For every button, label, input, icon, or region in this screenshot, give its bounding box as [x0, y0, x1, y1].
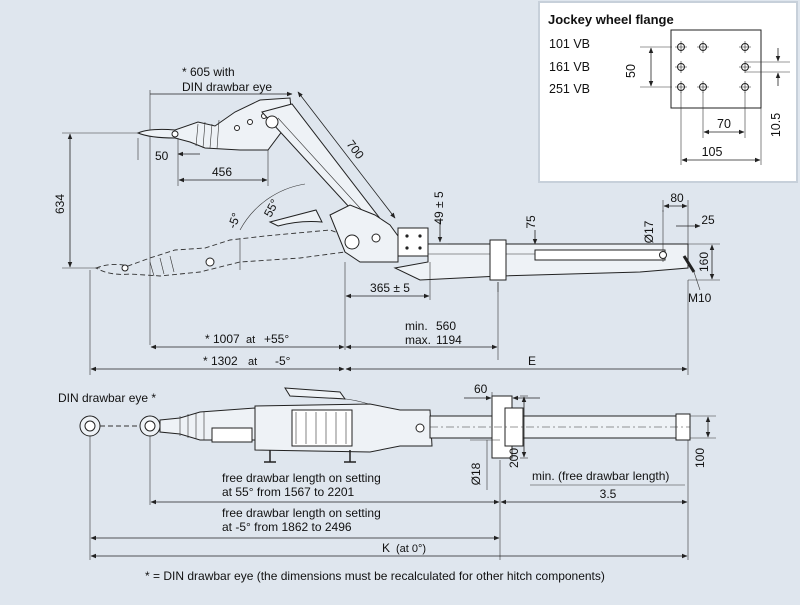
drawbar-tube	[393, 239, 696, 292]
flange-plate	[670, 29, 762, 109]
label-m10: M10	[688, 291, 712, 305]
free-m5-line2: at -5° from 1862 to 2496	[222, 520, 352, 534]
dim-49: 49 ± 5	[432, 191, 446, 225]
top-view: DIN drawbar eye *	[58, 382, 716, 583]
inset-title: Jockey wheel flange	[548, 12, 674, 27]
dim-k-sub: (at 0°)	[396, 543, 426, 555]
model-161: 161 VB	[549, 60, 590, 74]
dim-25: 25	[701, 213, 715, 227]
dim-700: 700	[344, 137, 367, 162]
footnote: * = DIN drawbar eye (the dimensions must…	[145, 569, 605, 583]
drawbar-tube-top	[429, 395, 691, 459]
angle-55: 55°	[261, 197, 282, 220]
dim-365: 365 ± 5	[370, 281, 410, 295]
dim-1302-at: at	[248, 356, 257, 368]
dim-100: 100	[693, 448, 707, 468]
dim-k: K	[382, 541, 390, 555]
dim-50: 50	[155, 149, 169, 163]
dim-1007-at: at	[246, 334, 255, 346]
min-label: min.	[405, 319, 428, 333]
note-605: * 605 with	[182, 65, 235, 79]
free-55-line2: at 55° from 1567 to 2201	[222, 485, 355, 499]
free-m5-line1: free drawbar length on setting	[222, 506, 381, 520]
dim-1302-angle: -5°	[275, 354, 291, 368]
inset-dim-50: 50	[624, 64, 638, 78]
dim-e: E	[528, 354, 536, 368]
dim-456: 456	[212, 165, 232, 179]
dim-160: 160	[697, 252, 711, 272]
side-view: * 605 with DIN drawbar eye	[53, 65, 720, 375]
dim-d17: Ø17	[642, 220, 656, 243]
coupling-body-top	[211, 403, 433, 463]
min-free-label: min. (free drawbar length)	[532, 469, 669, 483]
dim-634: 634	[53, 194, 67, 214]
dim-3-5: 3.5	[600, 487, 617, 501]
dim-d18: Ø18	[469, 462, 483, 485]
jockey-wheel-flange-inset: Jockey wheel flange 101 VB 161 VB 251 VB…	[538, 1, 798, 183]
dim-75: 75	[524, 215, 538, 229]
model-251: 251 VB	[549, 82, 590, 96]
dim-1007-angle: +55°	[264, 332, 289, 346]
din-drawbar-eye-label: DIN drawbar eye *	[58, 391, 156, 405]
handbrake-lever	[268, 209, 323, 227]
max-value: 1194	[436, 333, 462, 347]
dim-80: 80	[670, 191, 684, 205]
note-din-drawbar-eye: DIN drawbar eye	[182, 80, 272, 94]
max-label: max.	[405, 333, 431, 347]
free-55-line1: free drawbar length on setting	[222, 471, 381, 485]
dim-1302-value: * 1302	[203, 354, 238, 368]
min-value: 560	[436, 319, 456, 333]
dim-200: 200	[507, 448, 521, 468]
inset-dim-70: 70	[717, 117, 731, 131]
flange-holes	[675, 41, 751, 93]
angle-minus-5: -5°	[225, 211, 244, 231]
dim-1007-value: * 1007	[205, 332, 240, 346]
main-housing	[329, 204, 429, 263]
dim-60: 60	[474, 382, 488, 396]
hitch-head-m5	[94, 229, 353, 277]
inset-dim-105: 105	[702, 145, 723, 159]
model-101: 101 VB	[549, 37, 590, 51]
inset-dim-10-5: 10.5	[769, 113, 783, 137]
